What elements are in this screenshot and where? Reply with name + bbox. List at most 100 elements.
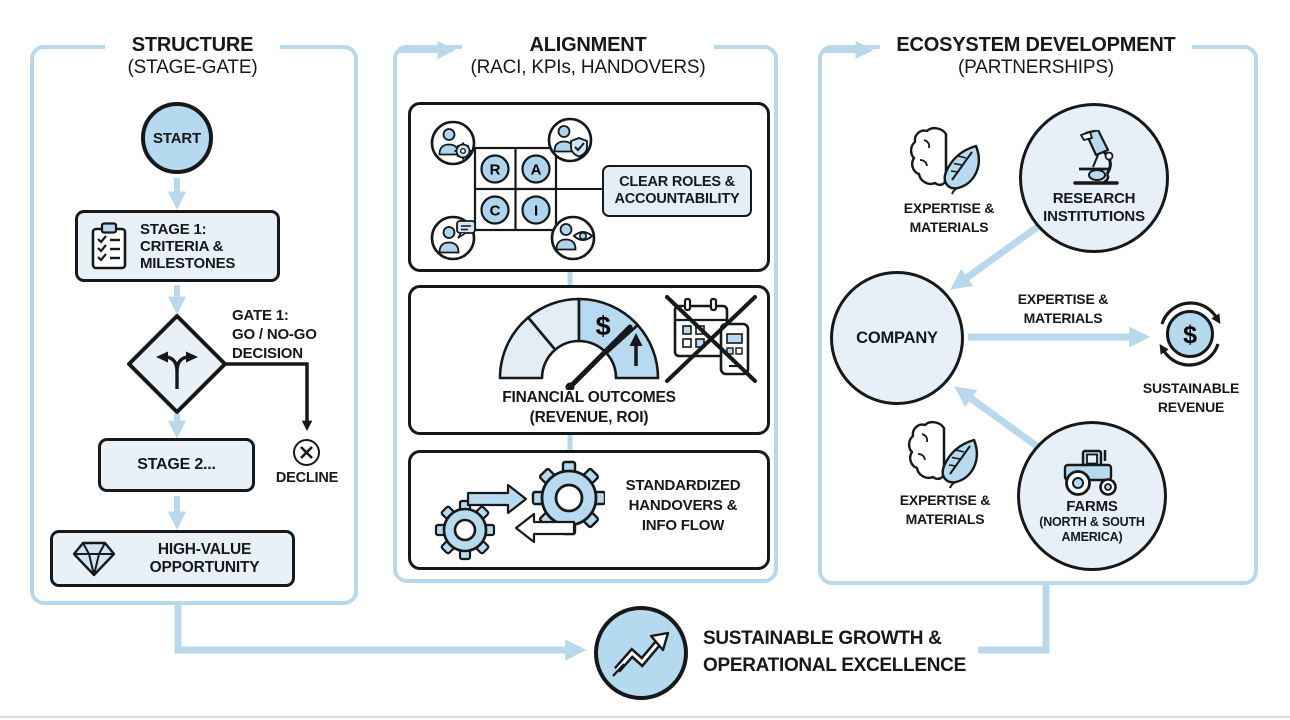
handover-box: STANDARDIZED HANDOVERS & INFO FLOW (408, 450, 770, 570)
farms-node: FARMS (NORTH & SOUTH AMERICA) (1017, 421, 1167, 571)
persona-informed (550, 215, 596, 261)
dollar-sign: $ (1183, 321, 1197, 349)
persona-consulted (430, 215, 476, 261)
expertise-mid-label: EXPERTISE & MATERIALS (1011, 290, 1115, 328)
label-line: EXPERTISE & (903, 200, 995, 216)
panel-subtitle-text: (PARTNERSHIPS) (958, 57, 1114, 78)
alignment-title: ALIGNMENT (RACI, KPIs, HANDOVERS) (462, 34, 714, 79)
label-line: DECISION (232, 345, 303, 362)
large-gear (531, 460, 605, 536)
expertise-bottom-label: EXPERTISE & MATERIALS (893, 491, 997, 529)
label-line: SUSTAINABLE (1142, 380, 1240, 396)
financial-label: FINANCIAL OUTCOMES (REVENUE, ROI) (439, 388, 739, 428)
farms-label-line2: (NORTH & SOUTH (1039, 515, 1145, 529)
farms-label-line1: FARMS (1066, 498, 1118, 515)
raci-box: R A C I (408, 102, 770, 272)
panel-subtitle-text: (RACI, KPIs, HANDOVERS) (470, 57, 706, 78)
sustainable-revenue-label: SUSTAINABLE REVENUE (1136, 379, 1246, 417)
persona-accountable (547, 117, 593, 163)
high-value-box: HIGH-VALUE OPPORTUNITY (50, 530, 295, 587)
shield-check-mini-icon (570, 137, 588, 158)
microscope-icon (1073, 130, 1119, 185)
tractor-icon (1063, 449, 1117, 496)
no-fixed-schedule-icon (665, 295, 757, 383)
branch-arrows-icon (156, 351, 198, 389)
start-node: START (141, 102, 213, 174)
eye-mini-icon (572, 231, 594, 241)
label-line: OPERATIONAL EXCELLENCE (703, 655, 966, 676)
panel-title-text: ECOSYSTEM DEVELOPMENT (896, 34, 1176, 56)
farms-label-line3: AMERICA) (1061, 530, 1123, 544)
expertise-top-label: EXPERTISE & MATERIALS (897, 199, 1001, 237)
raci-letter: I (534, 203, 538, 220)
label-line: EXPERTISE & (1017, 291, 1109, 307)
stage1-box: STAGE 1: CRITERIA & MILESTONES (75, 210, 280, 282)
panel-title-text: STRUCTURE (131, 34, 254, 56)
raci-letter: R (490, 162, 501, 179)
small-gear (434, 499, 496, 561)
research-institutions-node: RESEARCH INSTITUTIONS (1019, 103, 1169, 253)
stage2-label: STAGE 2... (137, 456, 216, 473)
panel-subtitle-text: (STAGE-GATE) (127, 57, 258, 78)
label-line: GATE 1: (232, 307, 289, 324)
start-label: START (153, 129, 201, 147)
brain-leaf-icon (908, 420, 979, 489)
footer-label: SUSTAINABLE GROWTH & OPERATIONAL EXCELLE… (703, 625, 966, 679)
clear-roles-box: CLEAR ROLES & ACCOUNTABILITY (602, 165, 752, 217)
gauge-needle (565, 324, 633, 390)
persona-responsible (430, 120, 476, 166)
ecosystem-title: ECOSYSTEM DEVELOPMENT (PARTNERSHIPS) (880, 34, 1192, 79)
label-line: MATERIALS (1023, 310, 1103, 326)
gauge-icon: $ (498, 297, 660, 390)
bottom-edge-line (0, 716, 1290, 718)
stage2-box: STAGE 2... (98, 438, 255, 492)
growth-chart-icon (612, 631, 670, 677)
decline-node (293, 439, 320, 466)
stage1-label: STAGE 1: CRITERIA & MILESTONES (140, 221, 235, 272)
sustainable-growth-node (594, 606, 688, 700)
raci-letter: C (490, 203, 501, 220)
gear-mini-icon (454, 142, 472, 160)
label-line: INSTITUTIONS (1043, 208, 1145, 225)
label-line: HANDOVERS & (628, 497, 738, 514)
company-node: COMPANY (830, 271, 964, 405)
label-line: MATERIALS (905, 511, 985, 527)
research-label: RESEARCH INSTITUTIONS (1043, 190, 1145, 226)
raci-matrix-graphic: R A C I (430, 117, 603, 261)
gem-icon (72, 541, 116, 576)
label-line: STAGE 1: (140, 220, 207, 238)
speech-bubble-mini-icon (456, 220, 476, 239)
up-arrow-glyph (629, 333, 643, 366)
label-line: MILESTONES (140, 254, 236, 272)
label-line: ACCOUNTABILITY (614, 191, 740, 207)
label-line: RESEARCH (1052, 190, 1136, 207)
clear-roles-label: CLEAR ROLES & ACCOUNTABILITY (614, 174, 739, 208)
arrow-left-glyph (514, 512, 576, 544)
label-line: FINANCIAL OUTCOMES (502, 389, 676, 406)
label-line: STANDARDIZED (625, 477, 741, 494)
gate-label: GATE 1: GO / NO-GO DECISION (232, 306, 317, 363)
label-line: GO / NO-GO (232, 326, 317, 343)
phone-glyph (719, 322, 750, 376)
label-line: INFO FLOW (641, 517, 725, 534)
x-icon (300, 446, 313, 459)
decline-label: DECLINE (275, 470, 339, 486)
arrow-right-glyph (466, 483, 528, 515)
sustainable-revenue-icon: $ (1159, 301, 1221, 367)
label-line: CLEAR ROLES & (619, 174, 735, 190)
brain-leaf-icon (910, 126, 981, 195)
label-line: (REVENUE, ROI) (529, 409, 649, 426)
financial-box: $ (408, 285, 770, 435)
label-line: MATERIALS (909, 219, 989, 235)
gauge-dollar-sign: $ (596, 311, 611, 341)
company-label: COMPANY (856, 328, 938, 347)
structure-title: STRUCTURE (STAGE-GATE) (105, 34, 280, 79)
label-line: HIGH-VALUE (157, 540, 252, 558)
label-line: SUSTAINABLE GROWTH & (703, 628, 942, 649)
checklist-icon (91, 222, 127, 270)
gears-exchange-icon (434, 460, 605, 561)
high-value-label: HIGH-VALUE OPPORTUNITY (117, 541, 292, 577)
handover-label: STANDARDIZED HANDOVERS & INFO FLOW (603, 476, 763, 536)
